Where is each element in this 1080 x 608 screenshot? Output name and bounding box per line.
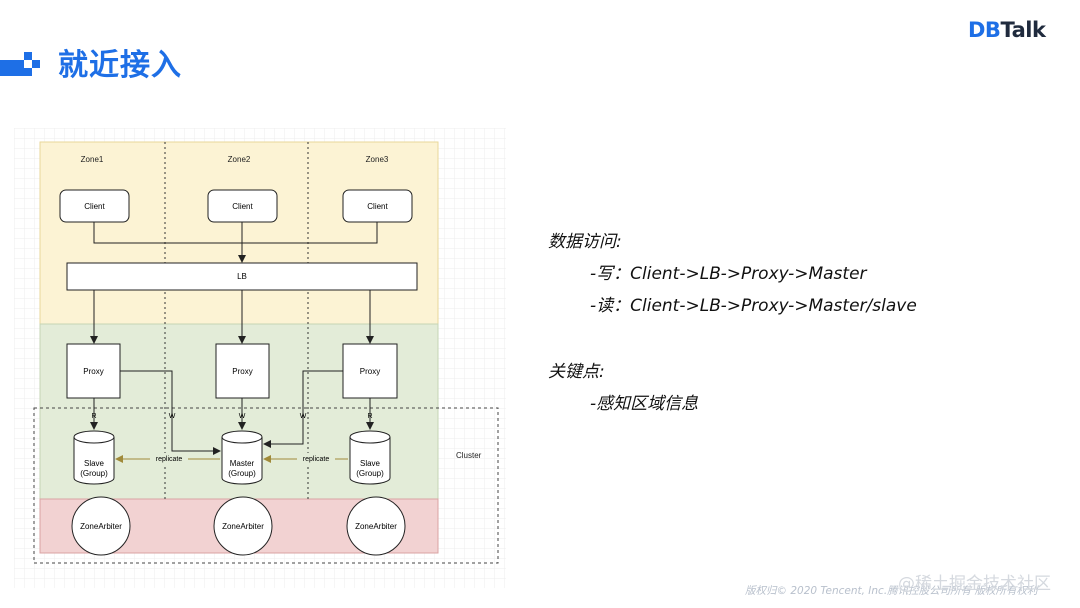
zone-band-access — [39, 141, 439, 325]
logo-part-talk: Talk — [1000, 18, 1046, 42]
db-label-1-line1: Slave — [84, 459, 105, 468]
write-path: -写：Client->LB->Proxy->Master — [590, 264, 867, 284]
db-label-2-line2: (Group) — [228, 469, 256, 478]
proxy1-write-edge — [120, 370, 221, 455]
zone-label-2: Zone2 — [228, 155, 251, 164]
db-cylinder-1 — [73, 430, 115, 485]
proxy3-write-edge — [263, 370, 343, 448]
zone-arbiter-label-2: ZoneArbiter — [222, 522, 264, 531]
db-label-3-line2: (Group) — [356, 469, 384, 478]
replicate-label-bg-right — [297, 453, 335, 464]
proxy1-write-label: W — [169, 413, 176, 420]
proxy-label-2: Proxy — [232, 367, 252, 376]
dbtalk-logo: DBTalk — [968, 18, 1046, 42]
zone-label-3: Zone3 — [366, 155, 389, 164]
db-label-1-line2: (Group) — [80, 469, 108, 478]
copyright-footer: 版权归© 2020 Tencent, Inc.腾讯控股公司所有 版权所有权利 — [745, 585, 1038, 597]
watermark: @稀土掘金技术社区 — [898, 574, 1051, 594]
lb-label: LB — [237, 272, 247, 281]
info-panel: 数据访问: -写：Client->LB->Proxy->Master -读：Cl… — [548, 226, 917, 420]
cluster-boundary — [33, 407, 499, 564]
proxy-label-1: Proxy — [83, 367, 103, 376]
db-label-3-line1: Slave — [360, 459, 381, 468]
client-label-2: Client — [232, 202, 253, 211]
proxy-box-2 — [215, 343, 270, 399]
logo-part-db: DB — [968, 18, 1001, 42]
cluster-label: Cluster — [456, 451, 482, 460]
replicate-label-bg-left — [150, 453, 188, 464]
proxy2-write-label: W — [239, 413, 246, 420]
zone-arbiter-label-3: ZoneArbiter — [355, 522, 397, 531]
db-cylinder-3 — [349, 430, 391, 485]
client-label-1: Client — [84, 202, 105, 211]
db-cylinder-2 — [221, 430, 263, 485]
zone-label-1: Zone1 — [81, 155, 104, 164]
proxy3-read-label: R — [367, 413, 372, 420]
proxy-box-1 — [66, 343, 121, 399]
key-heading: 关键点: — [548, 362, 605, 382]
db-label-2-line1: Master — [230, 459, 255, 468]
replicate-label-left: replicate — [156, 456, 183, 463]
zone-arbiter-circle-1 — [71, 496, 131, 556]
slide-title: 就近接入 — [58, 48, 182, 83]
access-heading: 数据访问: — [548, 232, 622, 252]
key-point: -感知区域信息 — [590, 394, 699, 414]
zone-arbiter-circle-3 — [346, 496, 406, 556]
lb-box — [66, 262, 418, 291]
proxy-box-3 — [342, 343, 398, 399]
zone-arbiter-label-1: ZoneArbiter — [80, 522, 122, 531]
proxy3-write-label: W — [300, 413, 307, 420]
spacer — [548, 322, 917, 356]
read-path: -读：Client->LB->Proxy->Master/slave — [590, 296, 917, 316]
architecture-diagram: Cluster Zone1 Zone2 Zone3 Client Client … — [14, 128, 506, 588]
client-bus-connector — [93, 222, 378, 244]
proxy1-read-label: R — [91, 413, 96, 420]
replicate-label-right: replicate — [303, 456, 330, 463]
proxy-label-3: Proxy — [360, 367, 380, 376]
client-label-3: Client — [367, 202, 388, 211]
title-accent-icon — [0, 52, 40, 76]
zone-arbiter-circle-2 — [213, 496, 273, 556]
